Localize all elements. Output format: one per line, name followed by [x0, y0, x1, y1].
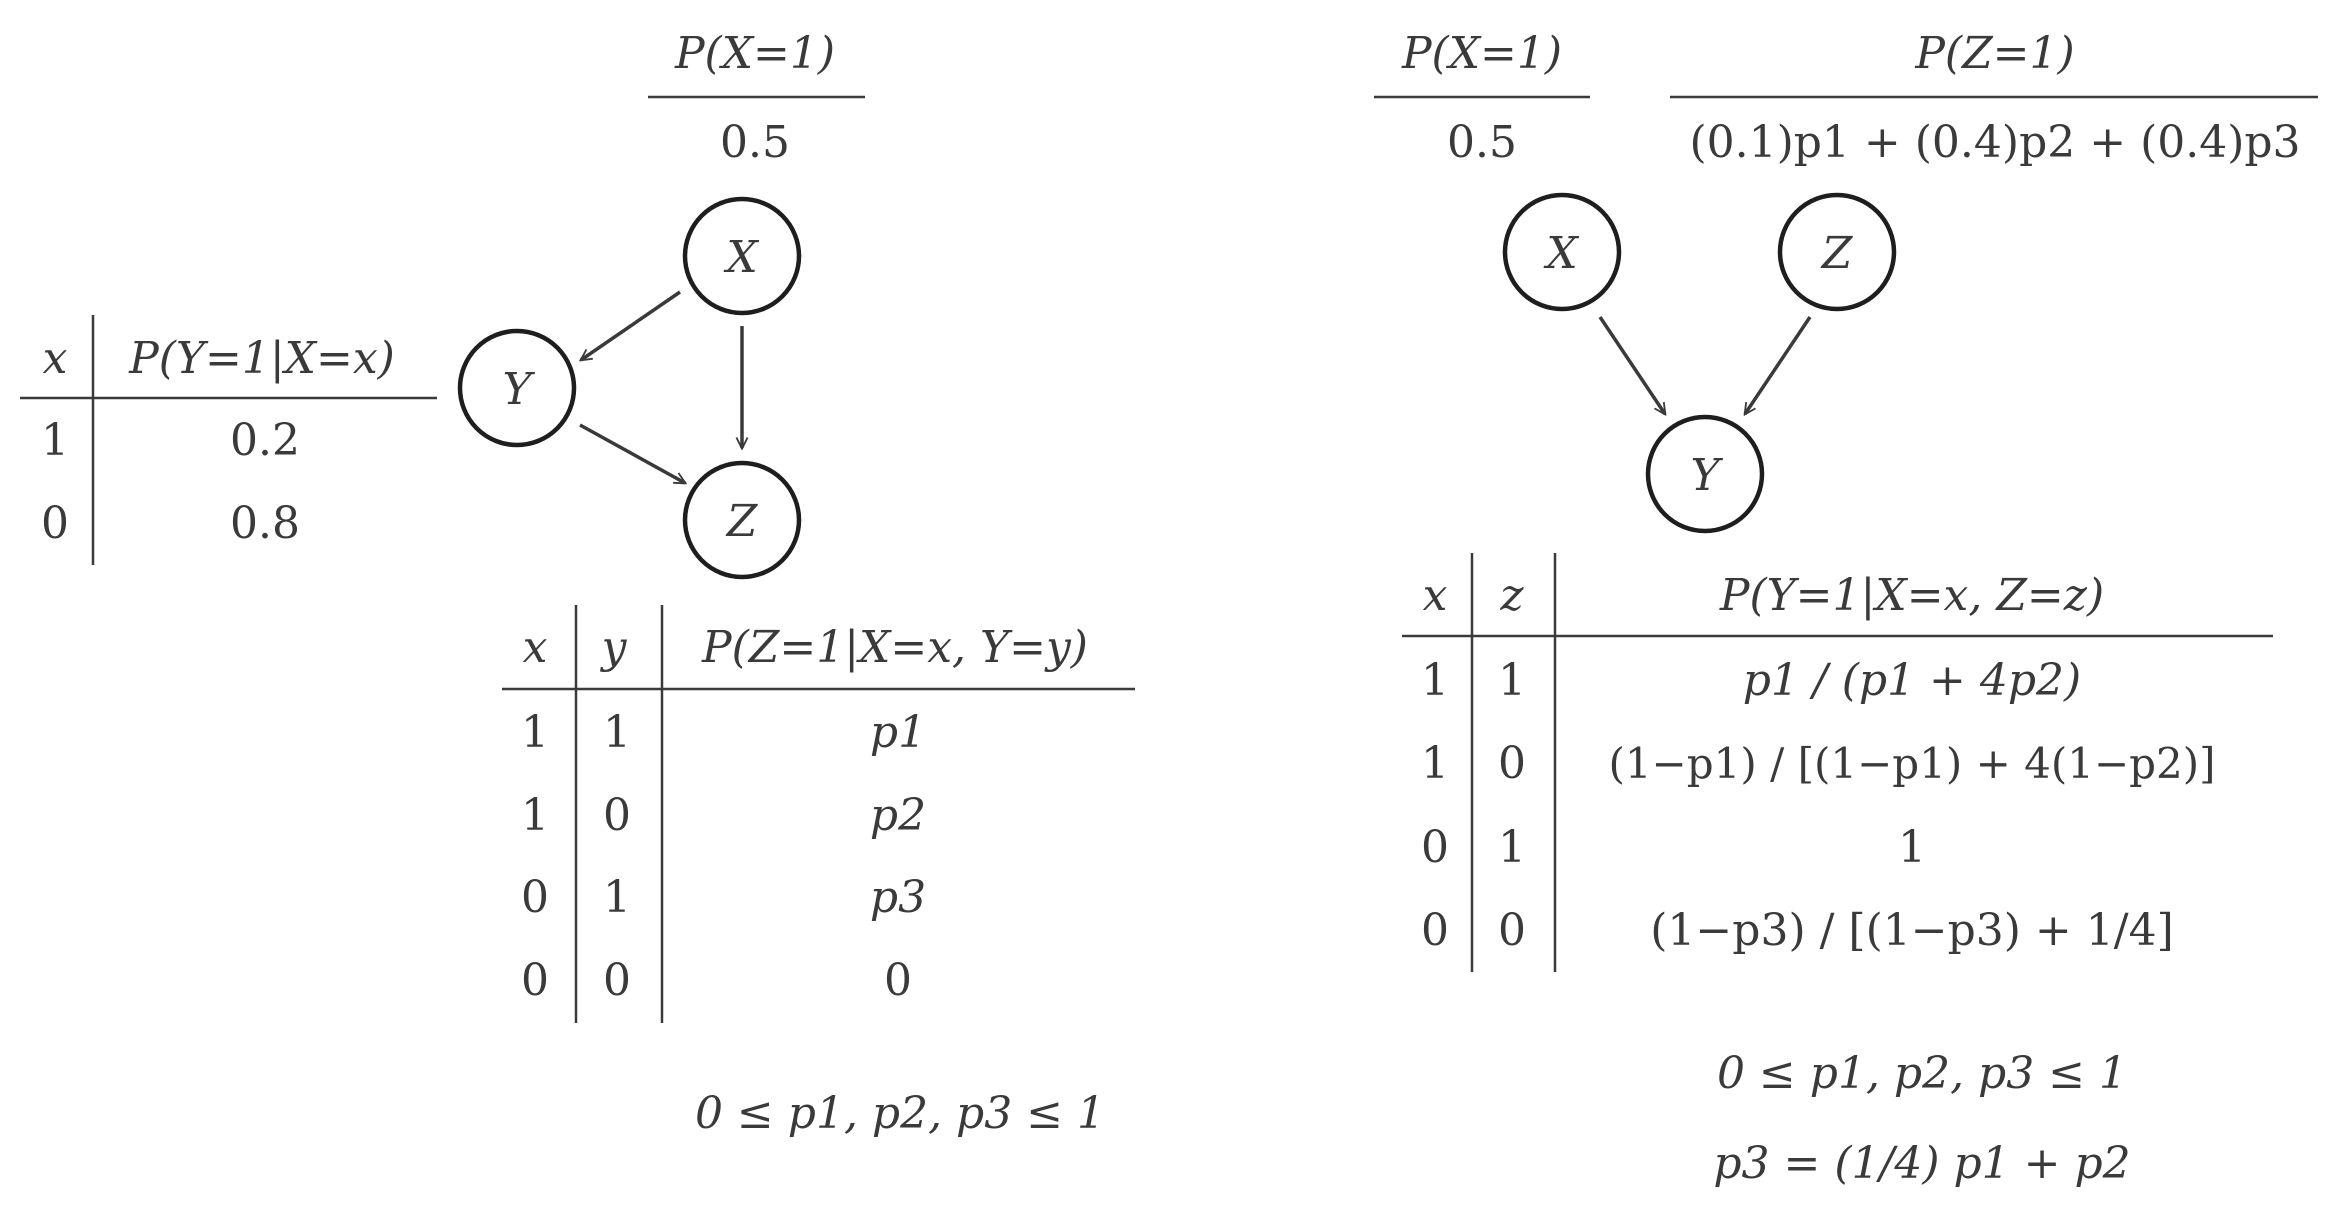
left-table-z: x y P(Z=1|X=x, Y=y) 1 1 p1 1 0 p2 0 1 p3…: [502, 605, 1135, 1023]
right-table-y-header-z: z: [1499, 570, 1524, 621]
right-table-y-r3-z: 1: [1498, 822, 1526, 873]
left-diagram: P(X=1) 0.5 X Y Z x P(Y=1|X=x) 1 0.2: [20, 28, 1135, 1139]
left-table-z-r4-y: 0: [603, 955, 631, 1006]
right-node-y: Y: [1645, 414, 1765, 534]
left-table-y-header-x: x: [43, 333, 68, 384]
left-node-x-circle: [682, 196, 802, 316]
right-table-y-r4-p: (1−p3) / [(1−p3) + 1/4]: [1650, 905, 2174, 956]
right-prior-x: P(X=1) 0.5: [1374, 28, 1590, 168]
left-table-y-r2-x: 0: [41, 498, 69, 549]
left-table-y-r2-p: 0.8: [230, 498, 300, 549]
left-table-z-r3-x: 0: [521, 872, 549, 923]
right-table-y-r1-z: 1: [1498, 655, 1526, 706]
left-table-z-r3-y: 1: [603, 872, 631, 923]
right-node-x-label: X: [1543, 228, 1579, 279]
left-node-z-label: Z: [725, 496, 759, 547]
left-node-y-circle: [457, 328, 577, 448]
right-constraint-1: 0 ≤ p1, p2, p3 ≤ 1: [1717, 1048, 2127, 1099]
right-table-y-r3-x: 0: [1421, 822, 1449, 873]
right-table-y-r2-x: 1: [1421, 738, 1449, 789]
left-table-z-header-x: x: [523, 622, 548, 673]
right-node-x: X: [1502, 192, 1622, 312]
right-node-z-label: Z: [1820, 228, 1854, 279]
right-prior-z: P(Z=1) (0.1)p1 + (0.4)p2 + (0.4)p3: [1670, 28, 2318, 168]
left-table-z-r2-x: 1: [521, 790, 549, 841]
left-table-z-r2-y: 0: [603, 790, 631, 841]
left-table-y: x P(Y=1|X=x) 1 0.2 0 0.8: [20, 315, 437, 565]
right-diagram: P(X=1) 0.5 P(Z=1) (0.1)p1 + (0.4)p2 + (0…: [1374, 28, 2318, 1189]
right-table-y-r3-p: 1: [1898, 822, 1926, 873]
right-prior-z-label: P(Z=1): [1914, 28, 2074, 79]
right-table-y-header-x: x: [1423, 570, 1448, 621]
right-prior-x-label: P(X=1): [1401, 28, 1562, 79]
right-table-y-r2-z: 0: [1498, 738, 1526, 789]
left-table-z-r2-p: p2: [870, 790, 926, 841]
left-edge-x-to-y: [581, 290, 681, 360]
left-table-y-r1-p: 0.2: [230, 415, 300, 466]
right-table-y-r4-x: 0: [1421, 905, 1449, 956]
left-table-z-r3-p: p3: [870, 872, 926, 923]
left-table-z-header-p: P(Z=1|X=x, Y=y): [701, 622, 1088, 673]
right-table-y-r1-x: 1: [1421, 655, 1449, 706]
left-table-y-header-p: P(Y=1|X=x): [128, 333, 395, 384]
right-prior-x-value: 0.5: [1447, 117, 1517, 168]
right-table-y-r2-p: (1−p1) / [(1−p1) + 4(1−p2)]: [1608, 739, 2215, 788]
left-node-z: Z: [682, 460, 802, 580]
left-edge-y-to-z: [579, 423, 685, 485]
left-table-z-header-y: y: [600, 622, 628, 673]
left-node-x: X: [682, 196, 802, 316]
right-constraint-2: p3 = (1/4) p1 + p2: [1713, 1138, 2130, 1189]
left-node-z-circle: [682, 460, 802, 580]
left-node-x-label: X: [723, 232, 759, 283]
left-node-y: Y: [457, 328, 577, 448]
left-table-z-r4-p: 0: [884, 955, 912, 1006]
left-prior-x-label: P(X=1): [674, 28, 835, 79]
right-node-y-circle: [1645, 414, 1765, 534]
right-table-y-header-p: P(Y=1|X=x, Z=z): [1719, 570, 2104, 621]
right-node-z: Z: [1777, 192, 1897, 312]
left-table-z-r1-p: p1: [870, 707, 926, 758]
right-node-x-circle: [1502, 192, 1622, 312]
right-table-y: x z P(Y=1|X=x, Z=z) 1 1 p1 / (p1 + 4p2) …: [1402, 553, 2273, 972]
right-table-y-r1-p: p1 / (p1 + 4p2): [1743, 655, 2081, 706]
left-table-z-r1-x: 1: [521, 707, 549, 758]
right-node-z-circle: [1777, 192, 1897, 312]
right-edge-z-to-y: [1745, 316, 1812, 414]
left-node-y-label: Y: [502, 364, 535, 415]
right-table-y-r4-z: 0: [1498, 905, 1526, 956]
left-constraint: 0 ≤ p1, p2, p3 ≤ 1: [695, 1088, 1105, 1139]
right-node-y-label: Y: [1690, 450, 1723, 501]
left-prior-x: P(X=1) 0.5: [648, 28, 865, 168]
left-prior-x-value: 0.5: [720, 117, 790, 168]
left-table-z-r1-y: 1: [603, 707, 631, 758]
left-table-z-r4-x: 0: [521, 955, 549, 1006]
left-table-y-r1-x: 1: [41, 415, 69, 466]
right-prior-z-value: (0.1)p1 + (0.4)p2 + (0.4)p3: [1689, 117, 2300, 168]
right-edge-x-to-y: [1598, 316, 1665, 414]
